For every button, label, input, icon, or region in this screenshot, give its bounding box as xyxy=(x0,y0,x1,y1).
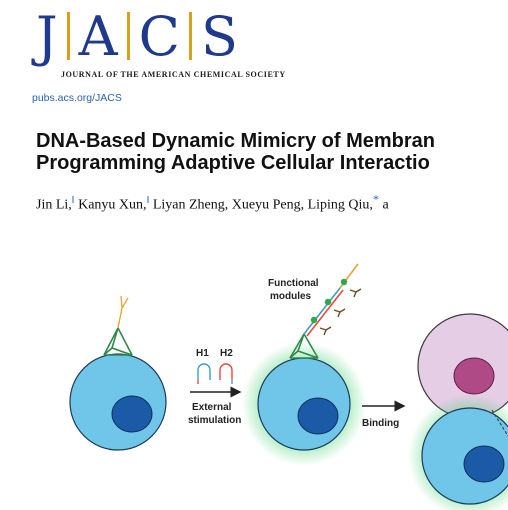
dna-tetrahedron-icon xyxy=(103,327,133,356)
logo-letter-a: A xyxy=(78,5,118,68)
journal-name: JOURNAL OF THE AMERICAN CHEMICAL SOCIETY xyxy=(61,70,286,79)
logo-divider xyxy=(66,12,70,60)
logo-letter-s: S xyxy=(200,5,238,68)
logo-letter-j: J xyxy=(36,5,58,68)
jacs-logo: J A C S xyxy=(36,6,238,64)
functional-label: Functional xyxy=(268,278,319,289)
dna-strand-icon xyxy=(117,295,129,329)
author-name[interactable]: Xueyu Peng, xyxy=(231,197,305,213)
author-list: Jin Li,‖ Kanyu Xun,‖ Liyan Zheng, Xueyu … xyxy=(36,192,508,214)
equal-contribution-mark: ‖ xyxy=(146,195,150,206)
zoom-guide xyxy=(491,409,508,437)
cell-stimulated xyxy=(242,263,366,466)
cell-nucleus xyxy=(463,445,505,483)
external-label: External xyxy=(192,402,232,413)
cell-initial xyxy=(69,295,167,451)
cell-nucleus xyxy=(111,395,153,433)
author-name[interactable]: Jin Li, xyxy=(36,197,72,213)
corresponding-author-mark[interactable]: * xyxy=(372,192,379,206)
dna-tetrahedron-icon xyxy=(289,333,319,359)
journal-url-link[interactable]: pubs.acs.org/JACS xyxy=(32,92,122,104)
cell-pair xyxy=(408,313,508,510)
author-name: a xyxy=(382,197,389,213)
journal-masthead: J A C S JOURNAL OF THE AMERICAN CHEMICAL… xyxy=(0,0,508,110)
graphical-abstract: H1 H2 External stimulation xyxy=(69,263,508,510)
logo-letter-c: C xyxy=(138,5,180,68)
author-name[interactable]: Liping Qiu, xyxy=(307,197,373,213)
h2-label: H2 xyxy=(220,348,233,359)
logo-divider xyxy=(188,12,192,60)
dna-polymer-icon xyxy=(303,263,359,337)
hairpin-h1-icon xyxy=(197,363,211,384)
cell-nucleus xyxy=(297,397,339,435)
h1-label: H1 xyxy=(196,348,209,359)
functional-module-icon xyxy=(310,278,362,336)
modules-label: modules xyxy=(270,291,312,302)
logo-divider xyxy=(126,12,130,60)
article-title: DNA-Based Dynamic Mimicry of Membran Pro… xyxy=(36,130,508,174)
binding-label: Binding xyxy=(362,418,399,429)
stimulation-label: stimulation xyxy=(188,415,241,426)
equal-contribution-mark: ‖ xyxy=(71,195,75,206)
title-line-1: DNA-Based Dynamic Mimicry of Membran xyxy=(36,130,435,152)
hairpin-h2-icon xyxy=(219,363,233,384)
author-name[interactable]: Liyan Zheng, xyxy=(152,197,229,213)
target-cell-nucleus xyxy=(453,357,495,395)
title-line-2: Programming Adaptive Cellular Interactio xyxy=(36,152,430,174)
author-name[interactable]: Kanyu Xun, xyxy=(78,197,147,213)
